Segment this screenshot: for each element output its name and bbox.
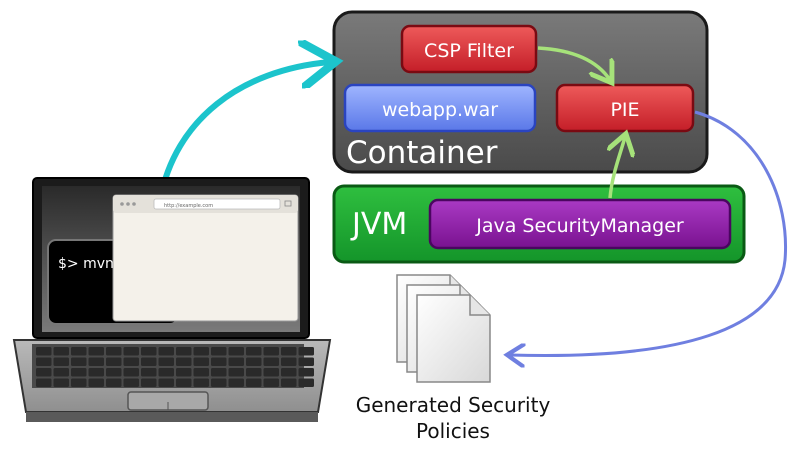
browser-to-container-arrow: [157, 62, 330, 201]
webapp-label: webapp.war: [382, 99, 498, 121]
keyboard-key: [193, 347, 209, 356]
keyboard-key: [228, 378, 244, 387]
container-label: Container: [346, 135, 498, 171]
keyboard-key: [176, 347, 192, 356]
keyboard-key: [53, 347, 69, 356]
keyboard-key: [71, 368, 87, 377]
keyboard-key: [228, 357, 244, 366]
keyboard-key: [211, 347, 227, 356]
keyboard-key: [246, 368, 262, 377]
keyboard-key: [158, 368, 174, 377]
keyboard-key: [141, 368, 157, 377]
keyboard-key: [246, 357, 262, 366]
keyboard-key: [211, 378, 227, 387]
keyboard-key: [141, 347, 157, 356]
keyboard-key: [158, 378, 174, 387]
pie-box: PIE: [555, 83, 695, 133]
keyboard-key: [88, 368, 104, 377]
keyboard-key: [281, 378, 297, 387]
csp-filter-label: CSP Filter: [424, 40, 514, 62]
keyboard: [36, 347, 314, 387]
keyboard-key: [193, 378, 209, 387]
keyboard-key: [106, 347, 122, 356]
keyboard-key: [263, 347, 279, 356]
browser-window: http://example.com: [112, 194, 299, 322]
jvm-label: JVM: [350, 207, 407, 242]
keyboard-key: [53, 378, 69, 387]
keyboard-key: [298, 347, 314, 356]
keyboard-key: [193, 368, 209, 377]
keyboard-key: [246, 378, 262, 387]
keyboard-key: [298, 368, 314, 377]
keyboard-key: [53, 368, 69, 377]
keyboard-key: [211, 357, 227, 366]
keyboard-key: [88, 378, 104, 387]
security-manager-box: Java SecurityManager: [428, 198, 732, 250]
keyboard-key: [176, 368, 192, 377]
keyboard-key: [36, 378, 52, 387]
policies-label-line1: Generated Security: [356, 393, 551, 417]
window-dot-icon: [132, 202, 136, 206]
keyboard-key: [211, 368, 227, 377]
keyboard-key: [88, 347, 104, 356]
policy-documents-icon: [396, 274, 491, 383]
keyboard-key: [193, 357, 209, 366]
window-dot-icon: [126, 202, 130, 206]
keyboard-key: [263, 368, 279, 377]
csp-filter-box: CSP Filter: [400, 24, 538, 74]
window-dot-icon: [120, 202, 124, 206]
keyboard-key: [141, 357, 157, 366]
keyboard-key: [158, 347, 174, 356]
keyboard-key: [176, 357, 192, 366]
keyboard-key: [281, 347, 297, 356]
keyboard-key: [263, 357, 279, 366]
csp-to-pie-arrow: [537, 46, 610, 80]
keyboard-key: [123, 368, 139, 377]
keyboard-key: [141, 378, 157, 387]
keyboard-key: [88, 357, 104, 366]
keyboard-key: [281, 357, 297, 366]
keyboard-key: [176, 378, 192, 387]
keyboard-key: [123, 357, 139, 366]
keyboard-key: [53, 357, 69, 366]
keyboard-key: [36, 368, 52, 377]
keyboard-key: [36, 357, 52, 366]
keyboard-key: [71, 357, 87, 366]
keyboard-key: [123, 347, 139, 356]
keyboard-key: [106, 357, 122, 366]
keyboard-key: [158, 357, 174, 366]
keyboard-key: [71, 347, 87, 356]
keyboard-key: [106, 368, 122, 377]
keyboard-key: [228, 347, 244, 356]
pie-label: PIE: [610, 99, 639, 121]
terminal-command: $> mvn: [58, 256, 114, 272]
keyboard-key: [281, 368, 297, 377]
keyboard-key: [123, 378, 139, 387]
webapp-box: webapp.war: [343, 83, 537, 133]
keyboard-key: [36, 347, 52, 356]
policies-label-line2: Policies: [416, 419, 490, 443]
keyboard-key: [298, 357, 314, 366]
keyboard-key: [246, 347, 262, 356]
security-manager-label: Java SecurityManager: [475, 215, 684, 237]
browser-url: http://example.com: [164, 203, 213, 209]
pie-to-policies-arrow: [510, 110, 788, 356]
security-manager-to-pie-arrow: [610, 137, 625, 199]
keyboard-key: [106, 378, 122, 387]
keyboard-key: [71, 378, 87, 387]
menu-icon: [284, 200, 292, 207]
keyboard-key: [298, 378, 314, 387]
keyboard-key: [228, 368, 244, 377]
keyboard-key: [263, 378, 279, 387]
